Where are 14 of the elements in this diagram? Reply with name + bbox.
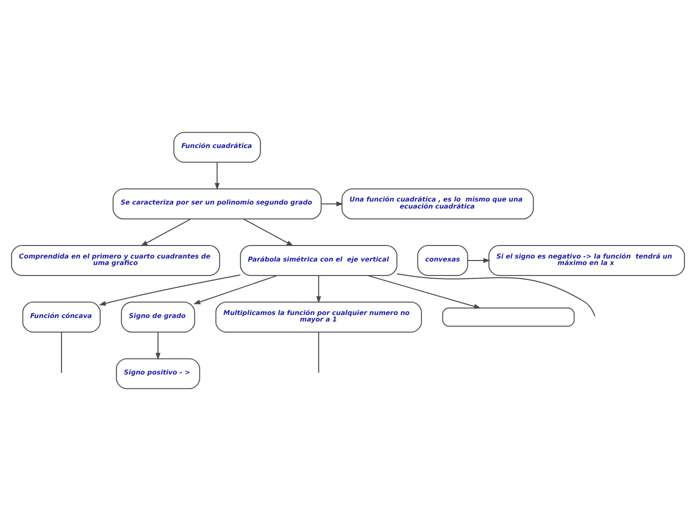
arrow [320,200,344,206]
arrow [367,274,482,308]
connector [396,272,596,316]
connector [61,331,62,373]
arrow [243,218,294,246]
arrow [467,258,490,262]
arrow [193,274,278,304]
arrow [156,331,160,360]
arrow [98,274,241,306]
node-box [442,306,575,326]
arrow [316,274,322,303]
arrow [214,162,220,190]
arrow [140,218,192,246]
connector [318,331,320,373]
